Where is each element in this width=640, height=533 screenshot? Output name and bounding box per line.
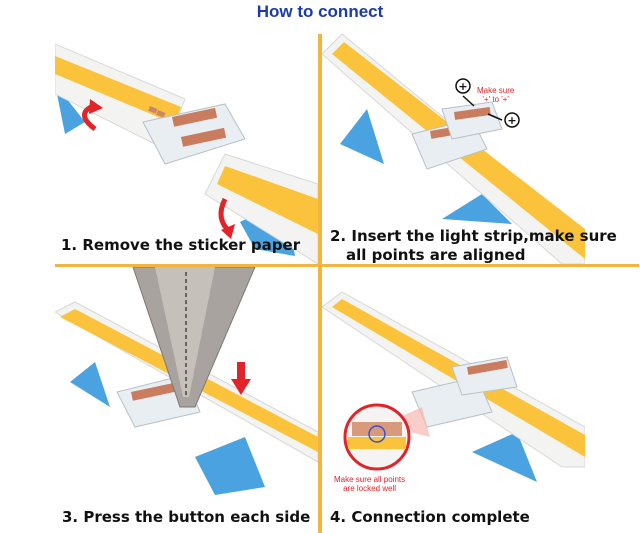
step-4-illustration — [322, 291, 585, 482]
arrow-icon — [462, 95, 475, 107]
step-4-caption: 4. Connection complete — [330, 508, 530, 526]
down-arrow-icon — [237, 362, 245, 382]
sticker-paper — [340, 109, 384, 164]
step-1-panel — [55, 34, 318, 264]
strip-led — [348, 437, 406, 449]
vertical-divider — [318, 34, 322, 533]
sticker-paper — [70, 362, 110, 407]
step-2-panel: + + Make sure '+' to '+' — [322, 34, 585, 264]
note-line: Make sure — [477, 86, 515, 95]
note-line: are locked well — [343, 484, 397, 493]
rotate-arrow-icon — [221, 224, 235, 239]
copper-contact — [172, 107, 218, 127]
step-3-panel — [55, 267, 318, 500]
step-2-caption: 2. Insert the light strip,make sure all … — [330, 227, 617, 265]
horizontal-divider — [55, 264, 639, 267]
step-3-illustration — [55, 267, 318, 495]
copper-contact — [130, 381, 182, 401]
plus-icon: + — [507, 114, 516, 127]
copper-contact — [454, 106, 491, 120]
caption-line: all points are aligned — [346, 246, 526, 264]
arrow-icon — [487, 113, 503, 121]
step-4-panel: Make sure all points are locked well — [322, 267, 585, 500]
note-line: Make sure all points — [334, 475, 406, 484]
strip-led — [217, 166, 318, 234]
sticker-paper — [195, 437, 265, 495]
plus-icon — [455, 78, 471, 94]
connector — [142, 103, 246, 165]
lock-check-icon — [368, 425, 386, 443]
sticker-paper — [442, 194, 512, 224]
plus-icon — [504, 112, 520, 128]
rotate-arrow-icon — [89, 99, 103, 114]
copper-contact — [352, 422, 402, 436]
step-1-illustration — [55, 43, 318, 264]
plus-icon: + — [458, 80, 467, 93]
copper-contact — [181, 127, 227, 147]
page-title: How to connect — [256, 2, 384, 21]
down-arrow-icon — [231, 379, 251, 395]
sticker-paper — [472, 432, 537, 482]
step-1-caption: 1. Remove the sticker paper — [61, 236, 301, 254]
step-3-caption: 3. Press the button each side — [62, 508, 311, 526]
note-line: '+' to '+' — [482, 95, 509, 104]
connector — [441, 101, 503, 140]
copper-pad — [156, 110, 166, 118]
copper-pad — [148, 105, 158, 114]
step-2-note: Make sure '+' to '+' — [477, 86, 514, 104]
step-2-illustration: + + — [322, 34, 585, 264]
step-4-note: Make sure all points are locked well — [334, 475, 405, 493]
copper-contact — [467, 360, 508, 375]
strip-led — [55, 56, 181, 124]
caption-line: 2. Insert the light strip,make sure — [330, 227, 617, 245]
